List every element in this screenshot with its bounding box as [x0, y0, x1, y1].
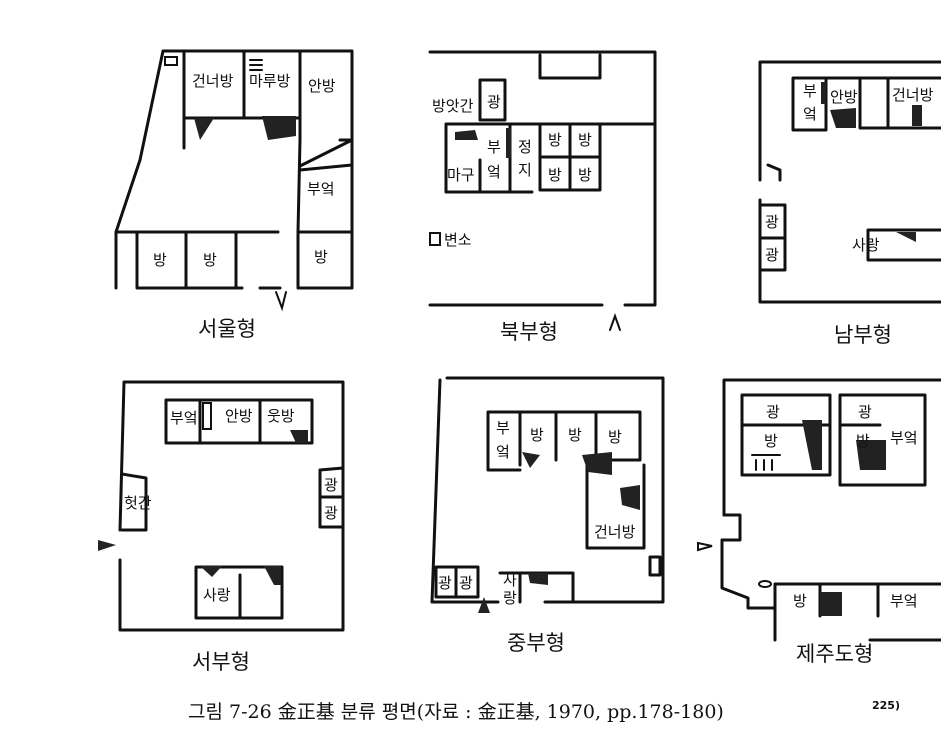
plan-title: 서울형 [198, 317, 256, 341]
room-label: 방 [578, 166, 592, 184]
room-label: 부엌 [890, 429, 918, 447]
room-label: 방 [530, 426, 544, 444]
room-label: 방 [608, 428, 622, 446]
room-label: 지 [518, 161, 532, 179]
plan-central: 부 엌 방 방 방 건너방 광 광 사 랑 중부형 [430, 376, 665, 655]
plan-jeju: 광 광 방 방 부엌 방 부엌 제주도형 [697, 378, 941, 666]
room-label: 엌 [496, 443, 510, 461]
room-label: 광 [858, 403, 872, 421]
room-label: 웃방 [267, 407, 295, 425]
room-label: 방 [314, 248, 328, 266]
room-label: 광 [438, 574, 452, 592]
plan-south: 부 엌 안방 건너방 광 광 사랑 남부형 [758, 60, 941, 347]
room-label: 사랑 [852, 236, 880, 254]
room-label: 엌 [487, 163, 501, 181]
plan-title: 제주도형 [796, 642, 873, 666]
room-label: 방 [578, 131, 592, 149]
figure-caption-ref: 225) [872, 699, 900, 712]
room-label: 부 [803, 82, 817, 100]
room-label: 헛간 [124, 494, 152, 512]
plan-title: 북부형 [500, 320, 558, 344]
room-label: 광 [487, 93, 501, 111]
room-label: 부 [487, 138, 501, 156]
room-label: 방 [764, 432, 778, 450]
room-label: 방 [793, 592, 807, 610]
room-label: 방 [548, 131, 562, 149]
room-label: 부엌 [307, 180, 335, 198]
room-label: 랑 [503, 589, 517, 607]
room-label: 광 [765, 213, 779, 231]
plan-west: 부엌 안방 웃방 광 광 헛간 사랑 서부형 [98, 380, 345, 674]
room-label: 광 [459, 574, 473, 592]
room-label: 건너방 [594, 523, 636, 541]
plan-title: 중부형 [507, 631, 565, 655]
room-label: 마루방 [249, 72, 291, 90]
room-label: 부 [496, 419, 510, 437]
room-label: 방 [153, 251, 167, 269]
room-label: 방 [856, 432, 870, 450]
room-label: 광 [324, 476, 338, 494]
room-label: 광 [765, 246, 779, 264]
room-label: 안방 [830, 88, 858, 106]
room-label: 광 [324, 504, 338, 522]
plan-title: 서부형 [192, 650, 250, 674]
room-label: 광 [766, 403, 780, 421]
room-label: 변소 [444, 231, 472, 249]
room-label: 마구 [447, 166, 475, 184]
room-label: 안방 [225, 407, 253, 425]
room-label: 사 [503, 571, 517, 589]
room-label: 안방 [308, 77, 336, 95]
plan-north: 방앗간 광 부 엌 정 지 방 방 방 방 마구 변소 북부형 [428, 50, 657, 344]
figure-caption: 그림 7-26 金正基 분류 평면(자료 : 金正基, 1970, pp.178… [188, 701, 724, 723]
room-label: 정 [518, 138, 532, 156]
room-label: 건너방 [192, 72, 234, 90]
room-label: 사랑 [203, 586, 231, 604]
plan-seoul: 건너방 마루방 안방 부엌 방 방 방 서울형 [114, 49, 354, 341]
plan-title: 남부형 [834, 323, 892, 347]
room-label: 엌 [803, 105, 817, 123]
room-label: 방 [568, 426, 582, 444]
room-label: 부엌 [170, 409, 198, 427]
room-label: 건너방 [892, 86, 934, 104]
room-label: 방앗간 [432, 97, 474, 115]
room-label: 방 [548, 166, 562, 184]
room-label: 부엌 [890, 592, 918, 610]
room-label: 방 [203, 251, 217, 269]
